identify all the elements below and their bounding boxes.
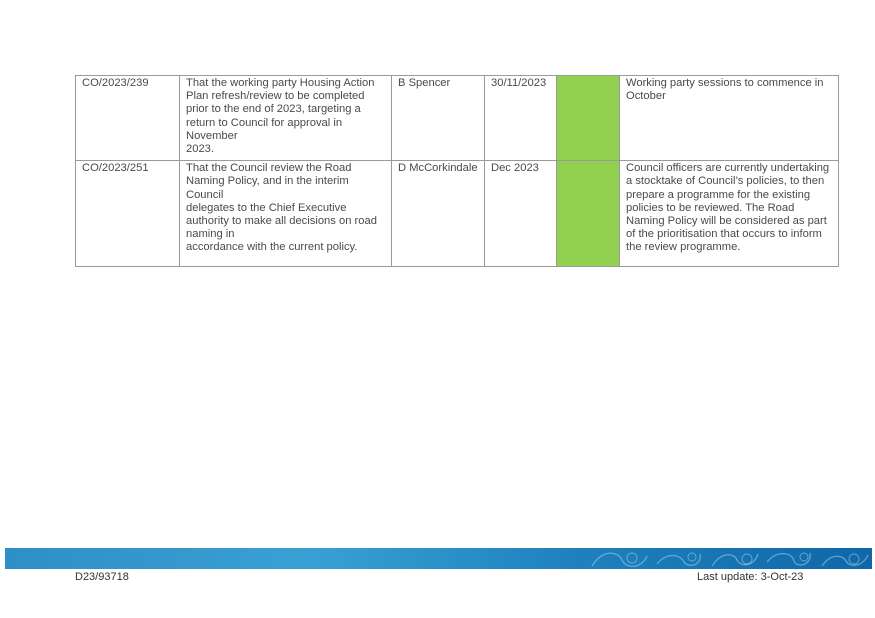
resolution-line: 2023. [186,143,214,156]
resolution-line: That the working party Housing Action [186,77,375,89]
resolution-line: Naming Policy, and in the interim [186,175,349,188]
comment-line: Naming Policy will be considered as part [626,215,827,228]
resolution-line: naming in [186,228,235,241]
status-cell [556,74,620,162]
resolution-line: accordance with the current policy. [186,241,358,254]
resolution-cell: That the Council review the Road Naming … [179,160,392,268]
officer-cell: D McCorkindale [391,160,485,268]
resolution-line: prior to the end of 2023, targeting a [186,103,361,116]
table-row: CO/2023/239 That the working party Housi… [75,74,839,162]
resolution-line: Council [186,188,224,201]
officer-cell: B Spencer [391,74,485,162]
document-id: D23/93718 [75,571,129,583]
comment-cell: Working party sessions to commence in Oc… [619,74,839,162]
comment-line: prepare a programme for the existing [626,188,811,201]
status-cell [556,160,620,268]
comment-line: the review programme. [626,241,741,254]
resolution-cell: That the working party Housing Action Pl… [179,74,392,162]
resolution-line: November [186,129,238,142]
comment-cell: Council officers are currently undertaki… [619,160,839,268]
last-update: Last update: 3-Oct-23 [697,571,804,583]
comment-line: Working party sessions to commence in [626,77,824,89]
resolution-line: delegates to the Chief Executive [186,201,347,214]
resolution-line: return to Council for approval in [186,116,343,129]
comment-line: October [626,90,666,103]
resolution-line: Plan refresh/review to be completed [186,90,365,103]
resolution-line: That the Council review the Road [186,162,352,175]
reference-cell: CO/2023/251 [75,160,180,268]
comment-line: Council officers are currently undertaki… [626,162,830,175]
comment-line: a stocktake of Council’s policies, to th… [626,175,825,188]
table-row: CO/2023/251 That the Council review the … [75,160,839,268]
comment-line: of the prioritisation that occurs to inf… [626,228,822,241]
reference-cell: CO/2023/239 [75,74,180,162]
swirl-pattern-icon [591,552,869,567]
due-date-cell: Dec 2023 [484,160,557,268]
footer-decorative-band [5,548,872,569]
resolution-line: authority to make all decisions on road [186,215,377,228]
due-date-cell: 30/11/2023 [484,74,557,162]
actions-table: CO/2023/239 That the working party Housi… [75,74,839,268]
comment-line: policies to be reviewed. The Road [626,201,795,214]
